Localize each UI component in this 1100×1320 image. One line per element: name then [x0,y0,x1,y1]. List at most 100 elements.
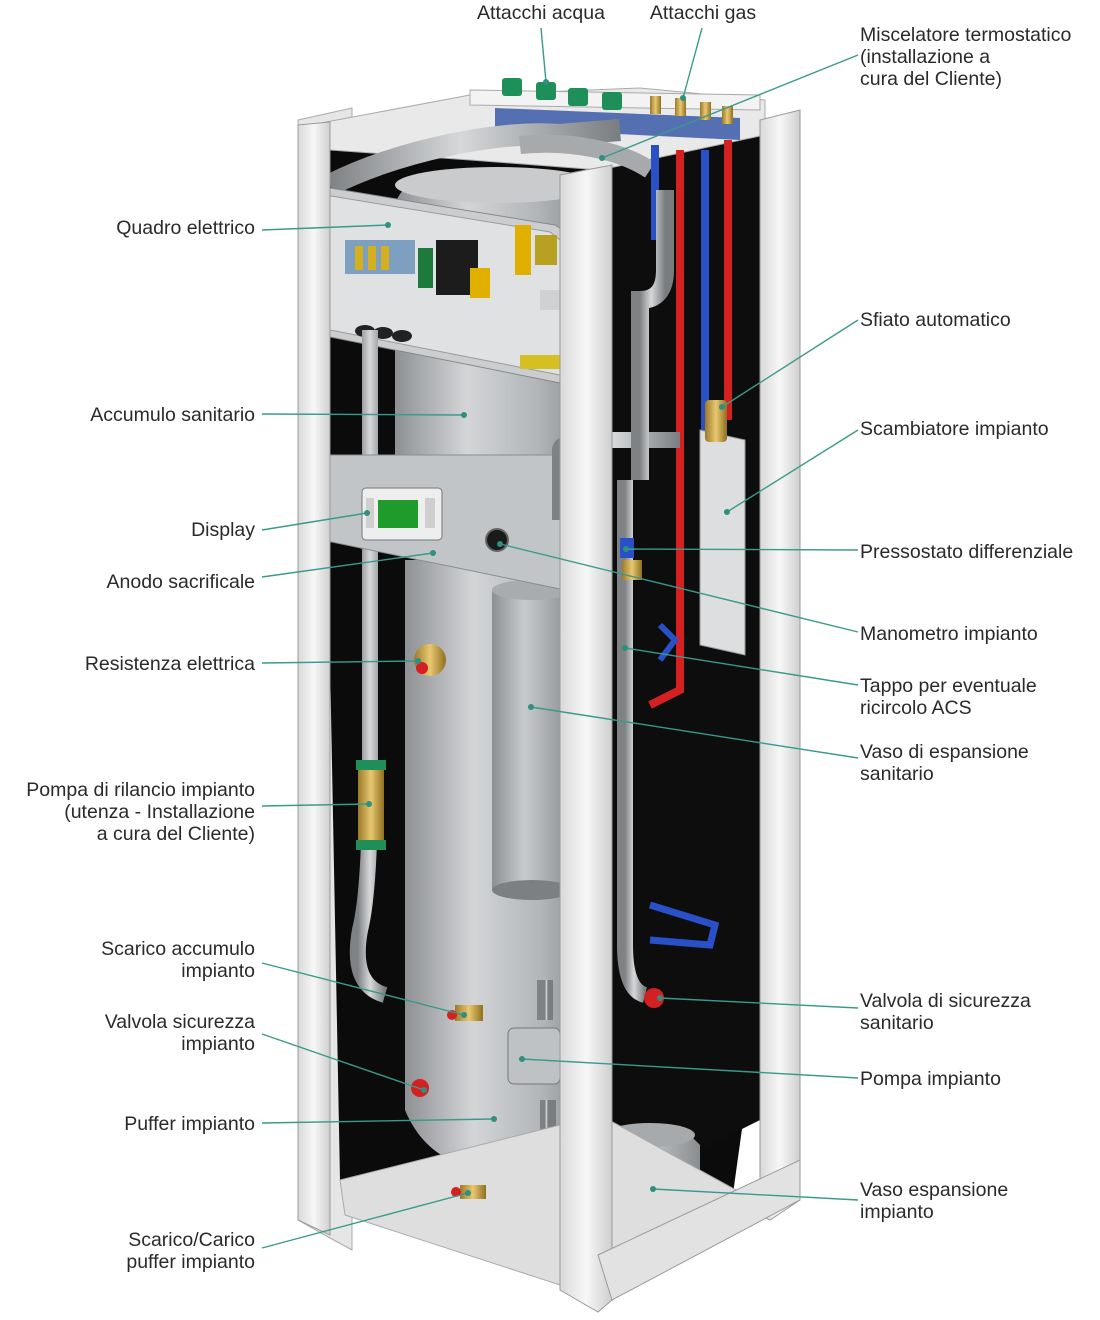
control-display [361,487,443,541]
label-resistenza: Resistenza elettrica [85,653,255,675]
label-line: Pompa impianto [860,1068,1001,1090]
label-quadro-elettrico: Quadro elettrico [116,217,255,239]
label-line: Pressostato differenziale [860,541,1074,563]
label-line: cura del Cliente) [860,68,1002,90]
label-line: impianto [181,960,255,982]
label-line: Attacchi acqua [477,2,605,24]
top-pipe-2 [519,134,655,178]
heat-pump-illustration [297,78,801,1313]
label-line: Scarico accumulo [101,938,255,960]
leader-miscelatore [601,54,859,159]
label-manometro: Manometro impianto [860,623,1038,645]
auto-vent [705,400,727,442]
label-line: Scambiatore impianto [860,418,1049,440]
leader-resistenza [261,660,419,664]
label-line: Display [191,519,255,541]
leader-attacchi-gas [682,27,703,99]
label-accumulo: Accumulo sanitario [90,404,255,426]
leader-puffer [261,1118,495,1124]
leader-scambiatore [726,429,859,513]
label-line: Miscelatore termostatico [860,24,1072,46]
sanitary-tank-top [395,167,599,203]
label-line: Valvola sicurezza [104,1011,255,1033]
bottom-drain [460,1185,486,1199]
label-miscelatore: Miscelatore termostatico(installazione a… [860,24,1071,90]
leader-scarico-acc [261,962,465,1016]
label-line: Vaso espansione [860,1179,1009,1201]
right-pipe-3 [631,190,674,480]
label-puffer: Puffer impianto [124,1113,255,1135]
leader-sfiato [721,319,859,408]
label-line: Vaso di espansione [860,741,1029,763]
label-line: puffer impianto [126,1251,255,1273]
label-pompa-impianto: Pompa impianto [860,1068,1001,1090]
front-frame-post [559,164,613,1313]
label-scambiatore: Scambiatore impianto [860,418,1049,440]
right-pipe-2 [617,480,648,1003]
label-line: Accumulo sanitario [90,404,255,426]
leader-vaso-san [530,706,859,759]
label-attacchi-gas: Attacchi gas [630,2,776,24]
leader-lines [261,27,859,1249]
plate-exchanger [699,429,746,656]
label-line: Manometro impianto [860,623,1038,645]
label-display: Display [191,519,255,541]
leader-dots [364,79,730,1196]
label-line: (installazione a [860,46,991,68]
label-line: (utenza - Installazione [64,801,255,823]
left-frame-post [297,121,331,1236]
sanitary-safety-valve [644,988,664,1008]
label-line: Quadro elettrico [116,217,255,239]
label-attacchi-acqua: Attacchi acqua [452,2,630,24]
leader-pressostato [625,548,859,551]
pressure-gauge [485,528,509,552]
leader-valvola-imp [261,1033,425,1091]
leader-pompa-rilancio [261,803,370,807]
label-line: Tappo per eventuale [860,675,1037,697]
label-line: impianto [860,1201,934,1223]
label-line: Attacchi gas [649,2,757,24]
label-line: Resistenza elettrica [84,653,255,675]
water-connections [502,78,622,110]
leader-accumulo [261,413,465,416]
leader-vaso-imp [652,1188,859,1201]
label-line: sanitario [860,1012,934,1034]
gas-connections [650,96,733,124]
right-frame-post [759,109,801,1221]
label-line: sanitario [860,763,934,785]
label-sfiato: Sfiato automatico [860,309,1011,331]
label-line: Scarico/Carico [128,1229,255,1251]
label-line: Sfiato automatico [860,309,1011,331]
label-line: a cura del Cliente) [96,823,255,845]
label-line: Valvola di sicurezza [860,990,1031,1012]
label-line: impianto [181,1033,255,1055]
leader-attacchi-acqua [540,27,547,83]
leader-anodo [261,552,434,578]
leader-pompa-imp [521,1058,859,1079]
label-line: ricircolo ACS [860,697,972,719]
leader-quadro [261,224,389,231]
label-pressostato: Pressostato differenziale [860,541,1073,563]
leader-scarico-carico [261,1192,469,1249]
leader-valvola-san [659,997,859,1009]
system-pump [507,1027,561,1085]
top-pipe [325,119,621,195]
label-pompa-rilancio: Pompa di rilancio impianto(utenza - Inst… [26,779,255,845]
leader-display [261,512,368,531]
panel-components [345,225,562,369]
storage-drain [455,1005,483,1021]
label-line: Pompa di rilancio impianto [26,779,255,801]
leader-manometro [499,543,859,633]
sanitary-expansion-vessel [492,580,572,900]
bottom-rail [597,1159,801,1301]
label-line: Anodo sacrificale [106,571,256,593]
label-anodo: Anodo sacrificale [107,571,256,593]
